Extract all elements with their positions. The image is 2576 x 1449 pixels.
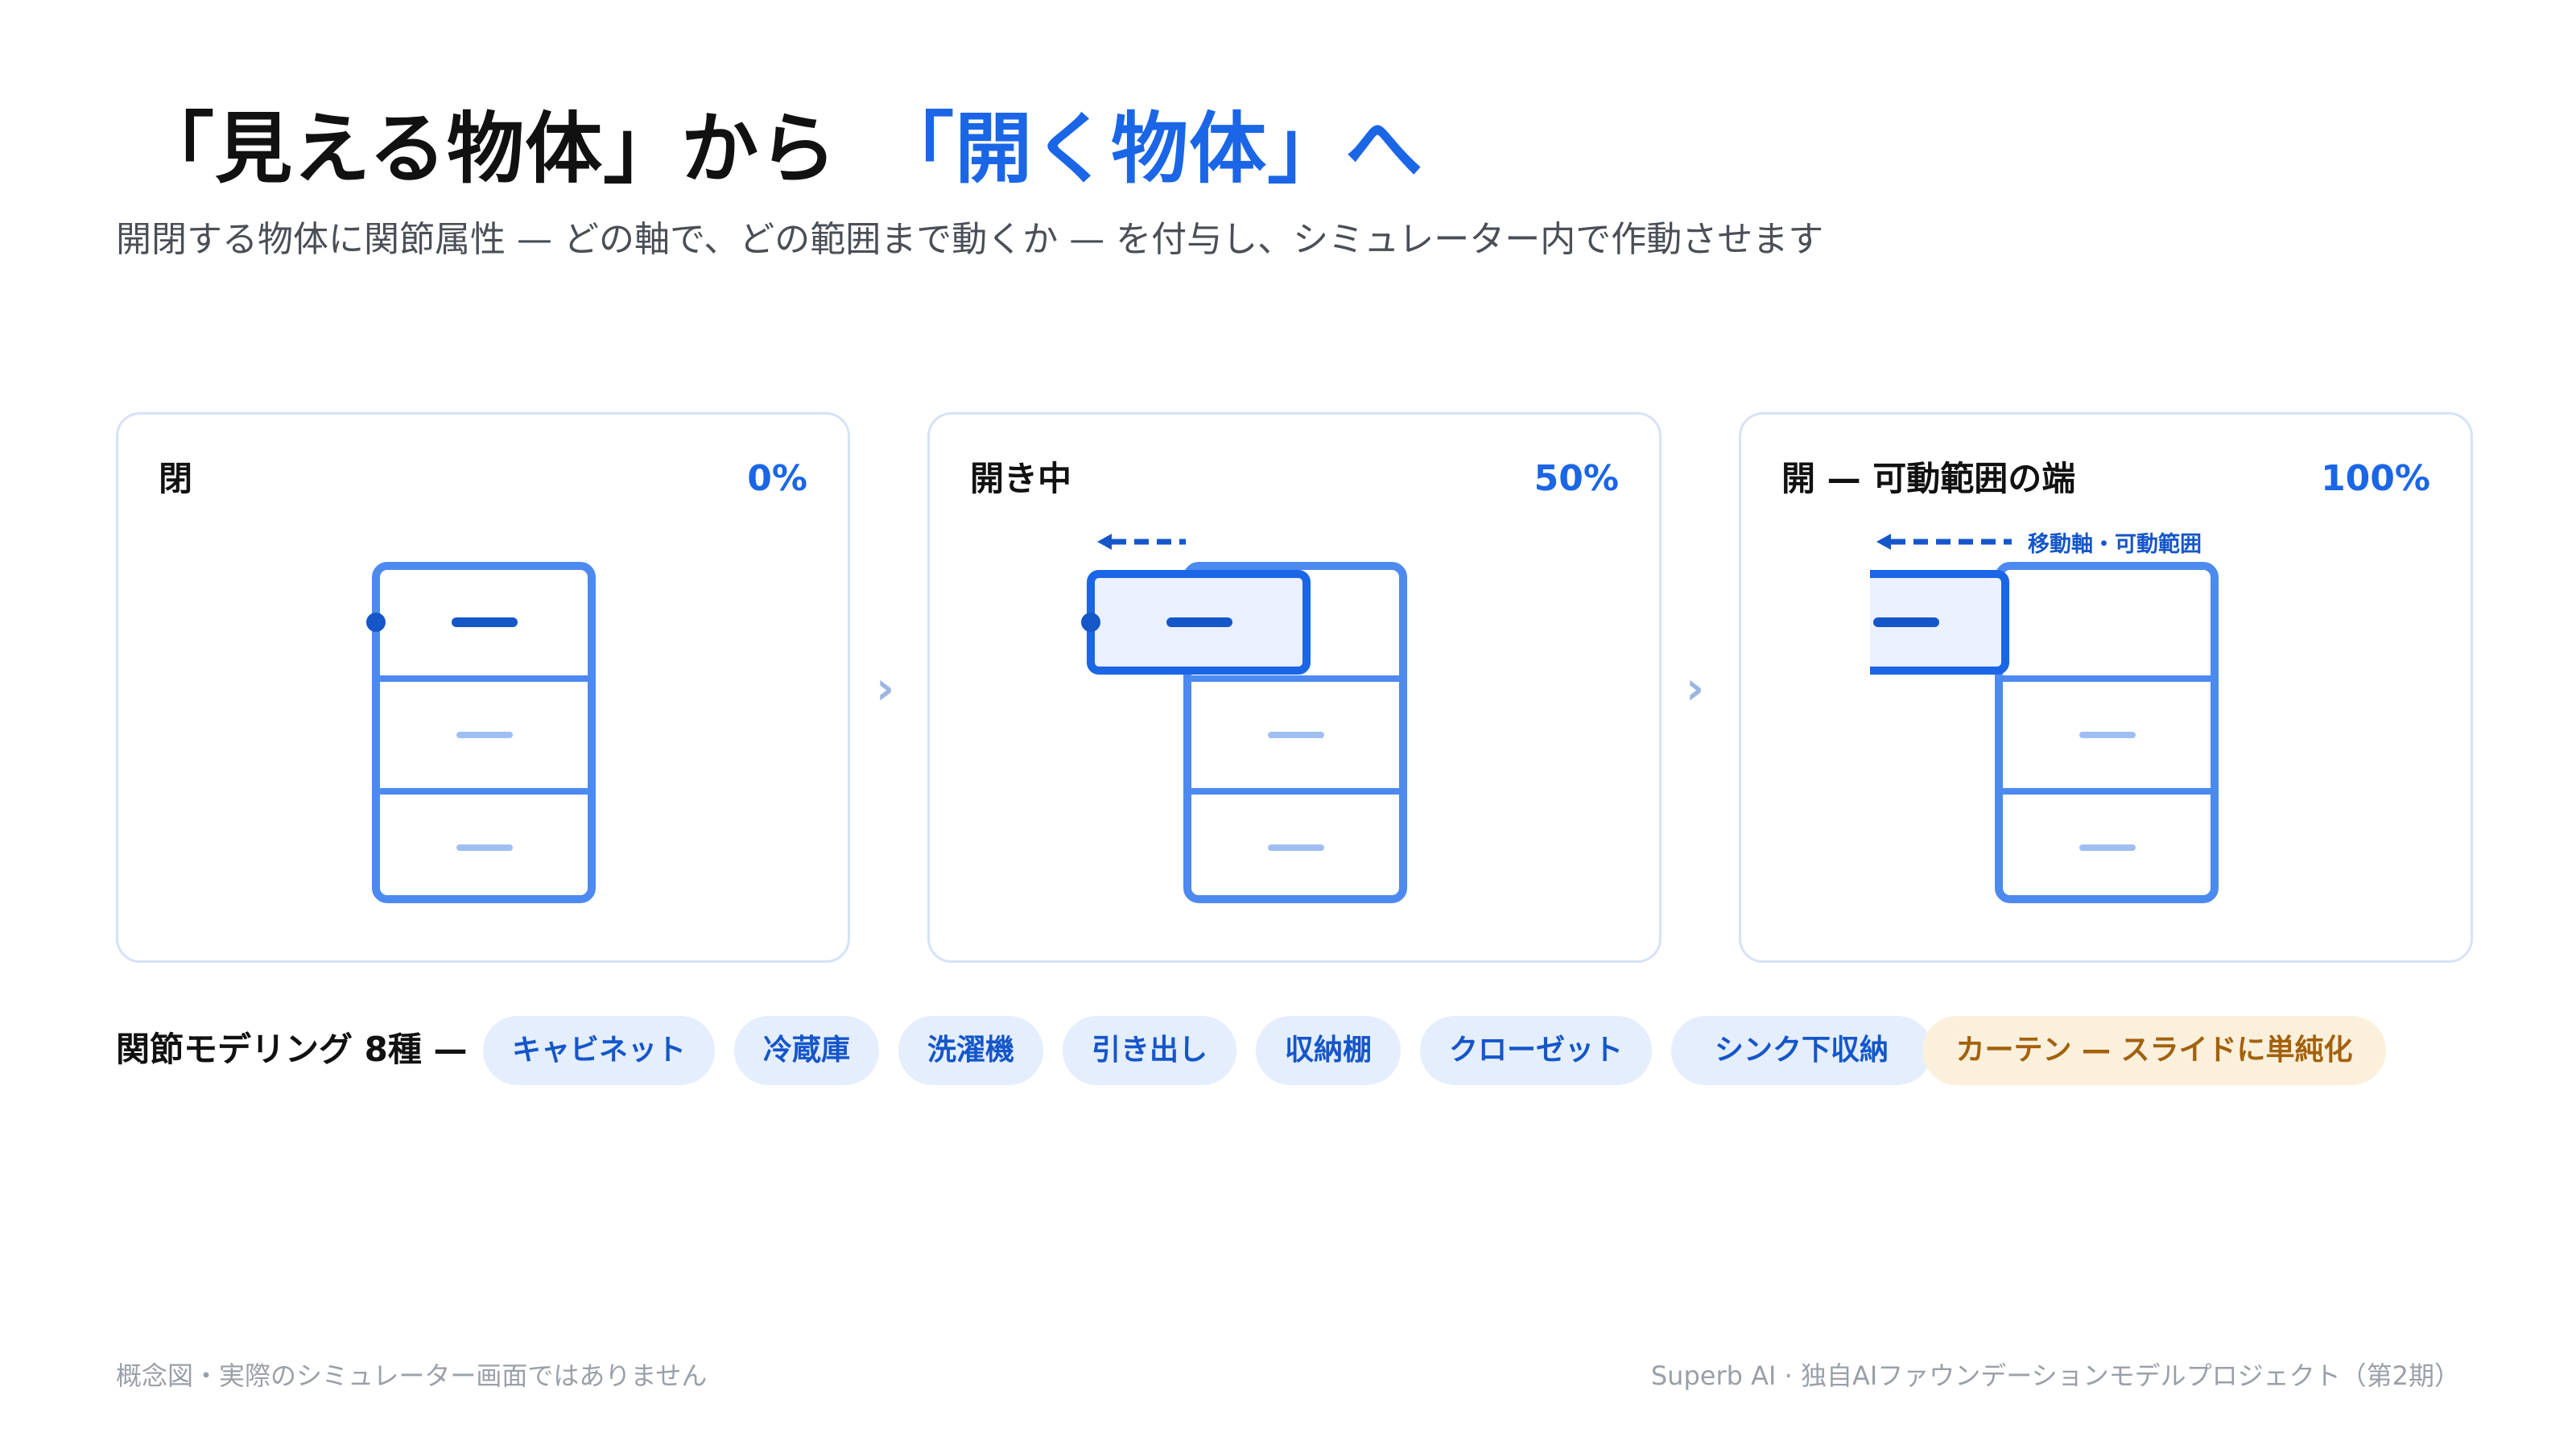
chip-washing-machine: 洗濯機 bbox=[898, 1016, 1043, 1085]
title-part2-accent: 「開く物体」へ bbox=[915, 104, 1424, 194]
arrow-left-icon bbox=[1097, 534, 1112, 550]
chip-cabinet: キャビネット bbox=[483, 1016, 715, 1085]
chip-drawer: 引き出し bbox=[1063, 1016, 1236, 1085]
footer-disclaimer: 概念図・実際のシミュレーター画面ではありません bbox=[116, 1360, 708, 1391]
joint-axis-dot bbox=[366, 613, 386, 632]
state-percent: 100% bbox=[2321, 458, 2430, 499]
next-arrow: › bbox=[876, 663, 895, 715]
page-title: 「見える物体」から 「開く物体」へ bbox=[137, 97, 1423, 201]
cabinet-illustration-closed bbox=[366, 562, 596, 903]
state-label: 閉 bbox=[159, 459, 193, 498]
joint-axis-dot bbox=[1081, 613, 1100, 632]
state-panel-open: 開 — 可動範囲の端 100% 移動軸・可動範囲 bbox=[1739, 412, 2473, 963]
joint-types-label: 関節モデリング 8種 — bbox=[116, 1030, 468, 1069]
chip-refrigerator: 冷蔵庫 bbox=[734, 1016, 879, 1085]
joint-types-row: 関節モデリング 8種 — キャビネット 冷蔵庫 洗濯機 引き出し 収納棚 クロー… bbox=[116, 1016, 2531, 1087]
state-percent: 50% bbox=[1534, 458, 1619, 499]
state-label: 開き中 bbox=[970, 459, 1072, 498]
state-panel-closed: 閉 0% bbox=[116, 412, 850, 963]
next-arrow: › bbox=[1686, 663, 1705, 715]
chip-curtain: カーテン — スライドに単純化 bbox=[1922, 1016, 2386, 1085]
chip-under-sink: シンク下収納 bbox=[1671, 1016, 1932, 1085]
arrow-left-icon bbox=[1876, 534, 1891, 550]
cabinet-illustration-opening bbox=[1081, 534, 1407, 903]
footer-credit: Superb AI · 独自AIファウンデーションモデルプロジェクト（第2期） bbox=[1650, 1360, 2460, 1391]
page-subtitle: 開閉する物体に関節属性 — どの軸で、どの範囲まで動くか — を付与し、シミュレ… bbox=[116, 219, 1824, 260]
motion-range-annotation: 移動軸・可動範囲 bbox=[2028, 531, 2202, 557]
state-percent: 0% bbox=[747, 458, 807, 499]
title-part1: 「見える物体」から bbox=[137, 104, 838, 194]
chip-closet: クローゼット bbox=[1420, 1016, 1652, 1085]
cabinet-illustration-open: 移動軸・可動範囲 bbox=[1870, 531, 2219, 903]
state-panel-opening: 開き中 50% bbox=[927, 412, 1662, 963]
drawer-open-full bbox=[1870, 570, 2009, 675]
chip-storage-shelf: 収納棚 bbox=[1256, 1016, 1401, 1085]
state-label: 開 — 可動範囲の端 bbox=[1781, 459, 2076, 498]
